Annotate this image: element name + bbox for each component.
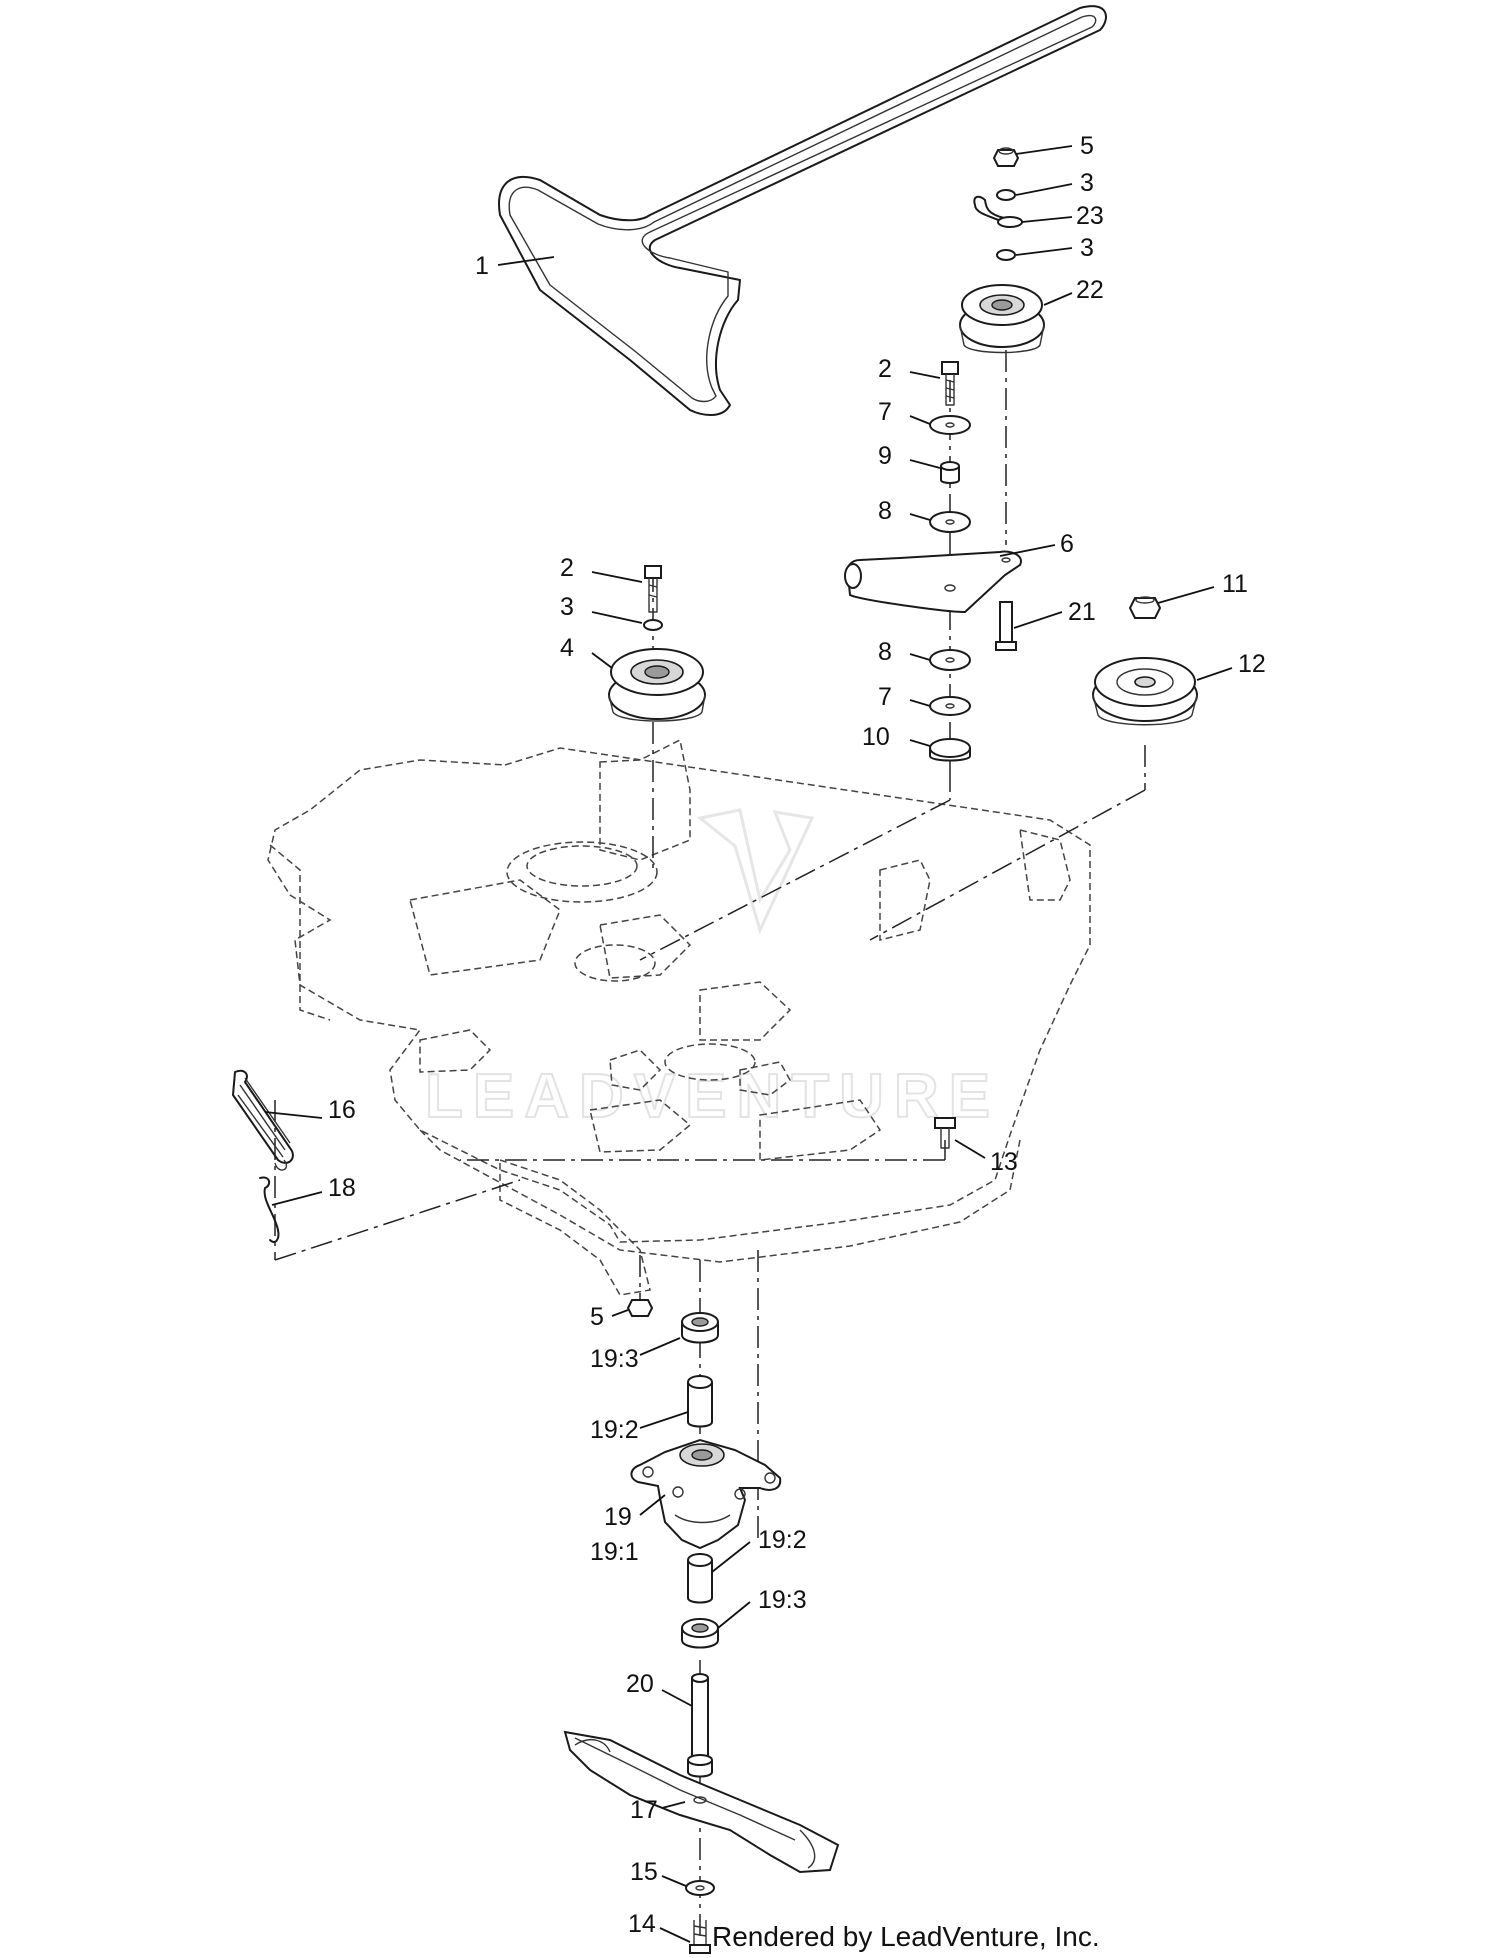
callout-19-1: 19:1 bbox=[590, 1538, 639, 1566]
watermark-text: LEADVENTURE bbox=[425, 1062, 1000, 1131]
spacer-9 bbox=[940, 461, 960, 484]
washer-3-mid bbox=[996, 249, 1016, 261]
callout-22: 22 bbox=[1076, 276, 1104, 304]
callout-14: 14 bbox=[628, 1910, 656, 1938]
callout-7-top: 7 bbox=[878, 398, 892, 426]
bolt-13 bbox=[934, 1117, 956, 1149]
callout-12: 12 bbox=[1238, 650, 1266, 678]
washer-7-top bbox=[929, 415, 971, 435]
idler-pulley-4 bbox=[608, 648, 706, 722]
callout-17: 17 bbox=[630, 1796, 658, 1824]
hook-18 bbox=[259, 1176, 280, 1243]
spindle-shaft-20 bbox=[687, 1673, 713, 1778]
callout-13: 13 bbox=[990, 1148, 1018, 1176]
spindle-housing-19 bbox=[630, 1438, 782, 1550]
spacer-19-2-top bbox=[687, 1375, 713, 1428]
nut-11 bbox=[1128, 596, 1162, 619]
drive-belt bbox=[498, 5, 1107, 416]
callout-3-top: 3 bbox=[1080, 169, 1094, 197]
washer-7-low bbox=[929, 696, 971, 716]
callout-3-left: 3 bbox=[560, 593, 574, 621]
callout-19: 19 bbox=[604, 1503, 632, 1531]
washer-8-top bbox=[929, 511, 971, 533]
callout-8-low: 8 bbox=[878, 638, 892, 666]
callout-19-3-low: 19:3 bbox=[758, 1586, 807, 1614]
callout-16: 16 bbox=[328, 1096, 356, 1124]
idler-pulley-22 bbox=[959, 284, 1045, 354]
bolt-2-right bbox=[941, 361, 959, 406]
callout-5-low: 5 bbox=[590, 1303, 604, 1331]
callout-18: 18 bbox=[328, 1174, 356, 1202]
callout-21: 21 bbox=[1068, 598, 1096, 626]
callout-1: 1 bbox=[475, 252, 489, 280]
spacer-10 bbox=[929, 738, 971, 762]
blade-bolt-14 bbox=[689, 1920, 711, 1954]
callout-11: 11 bbox=[1222, 570, 1248, 598]
callout-2-left: 2 bbox=[560, 554, 574, 582]
callout-4: 4 bbox=[560, 634, 574, 662]
callout-19-2-low: 19:2 bbox=[758, 1526, 807, 1554]
pulley-12 bbox=[1092, 657, 1198, 726]
bolt-21 bbox=[995, 601, 1017, 651]
callout-20: 20 bbox=[626, 1670, 654, 1698]
idler-arm-23 bbox=[973, 195, 1023, 228]
callout-19-2-top: 19:2 bbox=[590, 1416, 639, 1444]
assembly-centerlines bbox=[274, 350, 1146, 1940]
callout-3-mid: 3 bbox=[1080, 234, 1094, 262]
washer-3-top bbox=[996, 189, 1016, 201]
bolt-2-left bbox=[644, 565, 662, 613]
bearing-19-3-low bbox=[681, 1618, 719, 1649]
callout-19-3-top: 19:3 bbox=[590, 1345, 639, 1373]
nut-5-low bbox=[626, 1299, 654, 1317]
leadventure-watermark: LEADVENTURE bbox=[424, 808, 1000, 1132]
callout-2-right: 2 bbox=[878, 355, 892, 383]
callout-8-top: 8 bbox=[878, 497, 892, 525]
render-credit: Rendered by LeadVenture, Inc. bbox=[712, 1921, 1100, 1952]
callout-5-top: 5 bbox=[1080, 132, 1094, 160]
mower-deck bbox=[267, 738, 1091, 1296]
callout-10: 10 bbox=[862, 723, 890, 751]
callout-9: 9 bbox=[878, 442, 892, 470]
washer-3-left bbox=[643, 619, 663, 631]
bearing-19-3-top bbox=[681, 1312, 719, 1344]
callout-labels: 5 3 23 3 22 1 2 7 9 8 6 2 3 4 11 21 12 8… bbox=[328, 132, 1266, 1938]
mower-blade-17 bbox=[563, 1730, 840, 1874]
spacer-19-2-low bbox=[687, 1553, 713, 1604]
callout-15: 15 bbox=[630, 1858, 658, 1886]
watermark-logo-icon bbox=[696, 808, 815, 935]
idler-bracket-6 bbox=[844, 550, 1022, 614]
callout-6: 6 bbox=[1060, 530, 1074, 558]
washer-15 bbox=[685, 1880, 715, 1896]
callout-23: 23 bbox=[1076, 202, 1104, 230]
extension-spring-16 bbox=[232, 1069, 294, 1171]
leader-lines bbox=[264, 145, 1233, 1943]
callout-7-low: 7 bbox=[878, 683, 892, 711]
nut-5-top bbox=[992, 147, 1020, 167]
washer-8-low bbox=[929, 649, 971, 671]
